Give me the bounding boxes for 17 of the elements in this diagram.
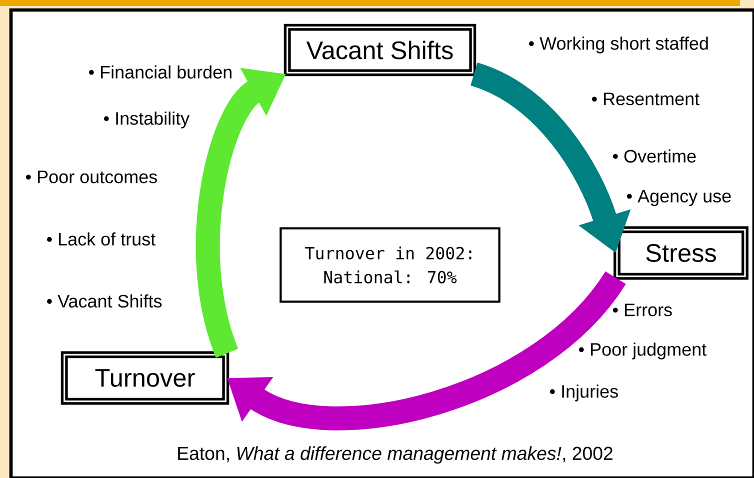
bullet-item: • Overtime bbox=[612, 149, 696, 163]
bullet-item: • Working short staffed bbox=[528, 36, 708, 54]
bullet-item: • Injuries bbox=[550, 384, 618, 402]
bullet-item: • Vacant Shifts bbox=[46, 294, 162, 308]
term-box: Turnover bbox=[60, 351, 230, 405]
bullet-item: • Errors bbox=[612, 304, 672, 316]
bullet-item: • Financial burden bbox=[88, 65, 232, 79]
bullet-item: • Agency use bbox=[626, 190, 731, 206]
bullet-item: • Poor outcomes bbox=[26, 170, 157, 184]
bullet-item: • Lack of trust bbox=[46, 232, 156, 246]
bullet-item: • Poor judgment bbox=[578, 342, 706, 360]
term-box: Stress bbox=[614, 226, 748, 280]
term-box: Vacant Shifts bbox=[284, 24, 476, 76]
info-box: Turnover in 2002: National: 70% bbox=[280, 227, 500, 303]
bullet-item: • Instability bbox=[104, 112, 190, 128]
caption: Eaton, What a difference management makes!, 2002 bbox=[178, 446, 612, 464]
bullet-item: • Resentment bbox=[592, 92, 700, 106]
